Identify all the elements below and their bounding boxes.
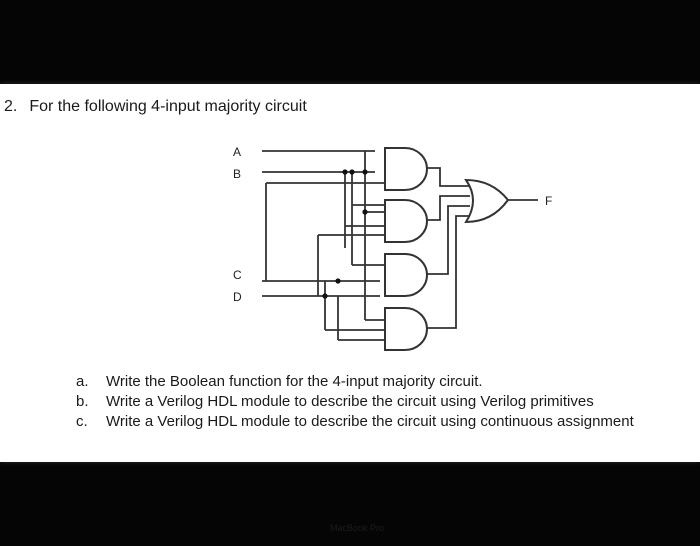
and-gate-2 [384,199,428,243]
label-f: F [545,194,552,208]
and-gate-4 [384,307,428,351]
question-parts: a. Write the Boolean function for the 4-… [76,372,634,432]
bezel-logo-text: MacBook Pro [330,523,385,533]
wire-and2-to-or [425,195,470,221]
label-d: D [233,290,242,304]
part-b: b. Write a Verilog HDL module to describ… [76,392,634,412]
part-letter: c. [76,413,88,430]
wire-and3-to-or [425,205,470,275]
part-text: Write a Verilog HDL module to describe t… [106,413,634,430]
and-gate-3 [384,253,428,297]
screen-area [0,84,700,462]
part-c: c. Write a Verilog HDL module to describ… [76,412,634,432]
wire-and4-to-or [425,215,470,329]
or-gate [464,178,510,224]
wire-and1-to-or [425,167,470,187]
part-letter: a. [76,373,89,390]
part-a: a. Write the Boolean function for the 4-… [76,372,634,392]
and-gate-1 [384,147,428,191]
part-text: Write a Verilog HDL module to describe t… [106,393,594,410]
question-text: For the following 4-input majority circu… [29,98,307,115]
part-letter: b. [76,393,89,410]
junction-dots [322,169,368,299]
and-gates [384,147,428,351]
label-b: B [233,167,241,181]
label-a: A [233,145,241,159]
circuit-wires [262,150,538,341]
label-c: C [233,268,242,282]
question-number: 2. [4,98,18,115]
part-text: Write the Boolean function for the 4-inp… [106,373,483,390]
question-heading: 2. For the following 4-input majority ci… [4,98,307,116]
